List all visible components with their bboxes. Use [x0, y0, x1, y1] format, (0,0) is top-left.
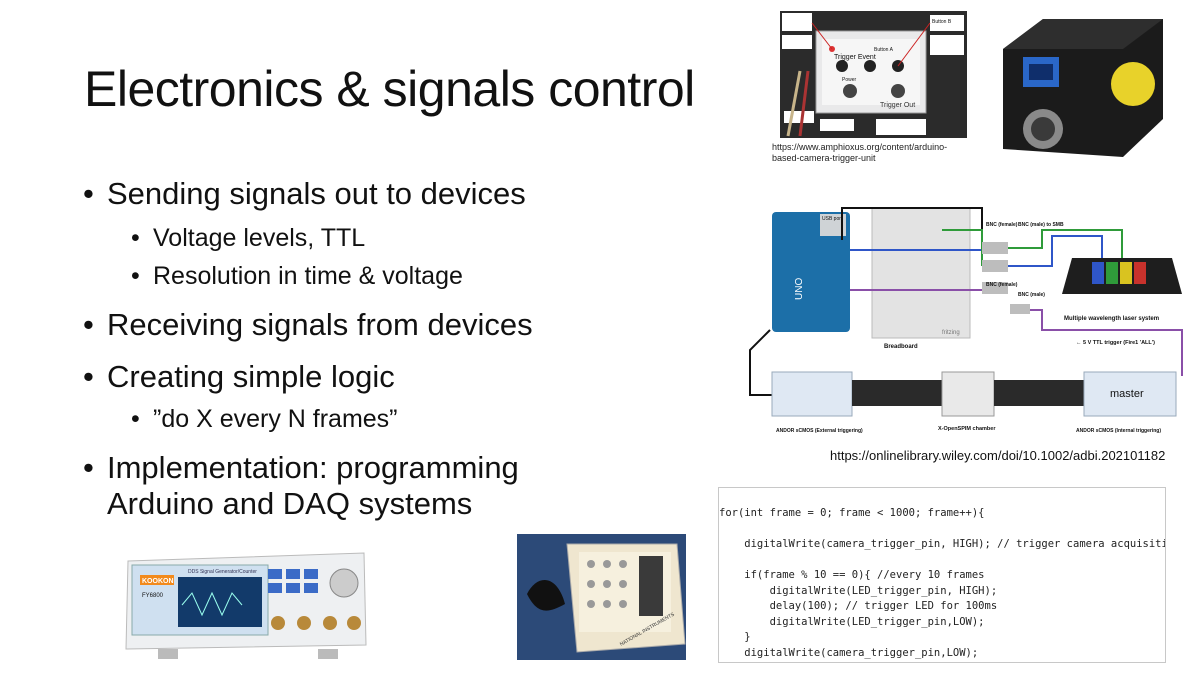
bnc-male-label: BNC (male)	[1018, 292, 1045, 298]
code-line-6: digitalWrite(LED_trigger_pin, HIGH);	[719, 584, 998, 597]
trigger-unit-image: Trigger Event Button A Button B Power Tr…	[780, 11, 967, 138]
bnc-female-label-2: BNC (female)	[986, 282, 1018, 288]
slide-title: Electronics & signals control	[84, 61, 695, 117]
camera-image	[983, 9, 1173, 161]
code-line-7: delay(100); // trigger LED for 100ms	[719, 600, 998, 613]
fg-title: DDS Signal Generator/Counter	[188, 569, 257, 575]
bullet-logic: Creating simple logic	[83, 359, 395, 395]
power-label: Power	[842, 77, 857, 83]
chamber-label: X-OpenSPIM chamber	[938, 426, 996, 432]
sub-bullet-do-x: ”do X every N frames”	[131, 404, 397, 434]
fritzing-label: fritzing	[942, 330, 960, 336]
code-line-1: for(int frame = 0; frame < 1000; frame++…	[719, 506, 985, 519]
left-camera	[771, 371, 853, 417]
laser-label: Multiple wavelength laser system	[1064, 316, 1159, 322]
trigger-out-label: Trigger Out	[880, 102, 915, 109]
ttl-trigger-label: ← 5 V TTL trigger (Fire1 'ALL')	[1076, 340, 1155, 346]
code-line-10: digitalWrite(camera_trigger_pin,LOW);	[719, 646, 979, 659]
left-camera-label: ANDOR sCMOS (External triggering)	[776, 428, 863, 434]
button-b-label: Button B	[932, 19, 952, 25]
trigger-event-label: Trigger Event	[834, 54, 876, 61]
arduino-board	[772, 212, 850, 332]
daq-image: NATIONAL INSTRUMENTS	[517, 534, 686, 660]
code-line-5: if(frame % 10 == 0){ //every 10 frames	[719, 568, 985, 581]
diagram-url[interactable]: https://onlinelibrary.wiley.com/doi/10.1…	[830, 448, 1166, 463]
sub-bullet-voltage: Voltage levels, TTL	[131, 223, 365, 253]
fg-brand: KOOKON	[142, 578, 174, 585]
bnc-female-label-1: BNC (female)	[986, 222, 1018, 228]
code-line-8: digitalWrite(LED_trigger_pin,LOW);	[719, 615, 985, 628]
button-a-label: Button A	[874, 47, 894, 53]
fg-model: FY6800	[142, 593, 164, 599]
trigger-unit-url[interactable]: https://www.amphioxus.org/content/arduin…	[772, 142, 948, 163]
sub-bullet-resolution: Resolution in time & voltage	[131, 261, 463, 291]
breadboard-label: Breadboard	[884, 344, 918, 350]
wiring-diagram: USB port UNO Breadboard fritzing BNC (fe…	[742, 200, 1188, 444]
bnc-male-smb-label: BNC (male) to SMB	[1018, 222, 1064, 228]
master-label: master	[1110, 388, 1144, 400]
right-camera	[1083, 371, 1177, 417]
function-generator-image: KOOKON FY6800 DDS Signal Generator/Count…	[118, 549, 374, 662]
code-line-9: }	[719, 631, 751, 644]
code-line-2	[719, 521, 1165, 537]
breadboard	[871, 207, 971, 339]
uno-label: UNO	[794, 278, 805, 300]
code-block: for(int frame = 0; frame < 1000; frame++…	[718, 487, 1166, 663]
code-line-4	[719, 552, 1165, 568]
bullet-sending: Sending signals out to devices	[83, 176, 526, 212]
bullet-receiving: Receiving signals from devices	[83, 307, 533, 343]
usb-port-label: USB port	[822, 216, 843, 222]
code-line-3: digitalWrite(camera_trigger_pin, HIGH); …	[719, 537, 1166, 550]
code-line-11: }	[719, 662, 1165, 663]
right-camera-label: ANDOR sCMOS (Internal triggering)	[1076, 428, 1161, 434]
bullet-implementation: Implementation: programming Arduino and …	[83, 450, 607, 522]
